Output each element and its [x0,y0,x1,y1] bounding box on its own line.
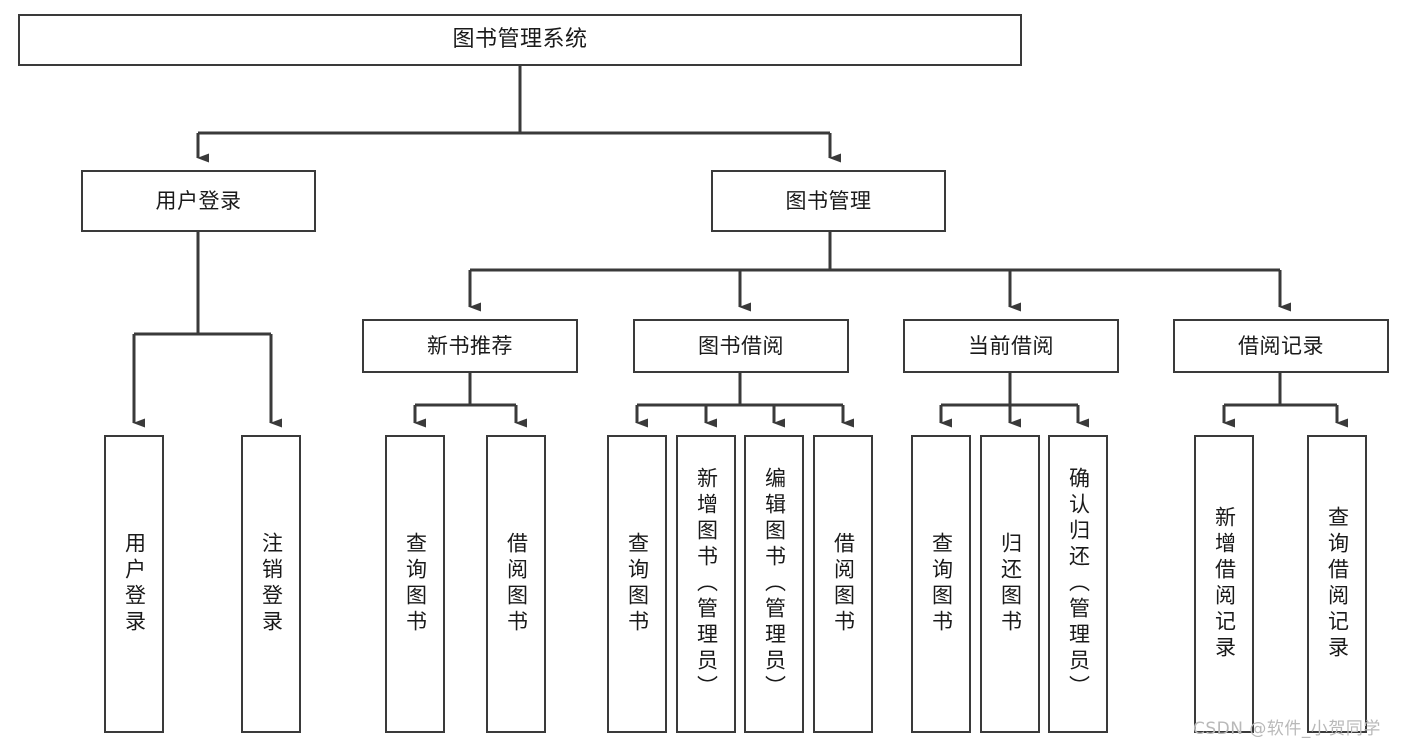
node-leaf-query-book-2[interactable]: 查询图书 [607,435,667,733]
node-leaf-borrow-book-2-label: 借阅图书 [831,532,856,636]
node-root[interactable]: 图书管理系统 [18,14,1022,66]
node-current-borrow-label: 当前借阅 [968,333,1054,358]
node-leaf-logout-login-label: 注销登录 [259,532,284,636]
node-leaf-user-login-label: 用户登录 [122,532,147,636]
node-book-manage[interactable]: 图书管理 [711,170,946,232]
node-leaf-edit-book-label: 编辑图书（管理员） [762,467,787,701]
node-new-book-recommend[interactable]: 新书推荐 [362,319,578,373]
node-leaf-confirm-return[interactable]: 确认归还（管理员） [1048,435,1108,733]
node-current-borrow[interactable]: 当前借阅 [903,319,1119,373]
node-book-borrow-label: 图书借阅 [698,333,784,358]
node-borrow-record[interactable]: 借阅记录 [1173,319,1389,373]
node-leaf-confirm-return-label: 确认归还（管理员） [1066,467,1091,701]
node-leaf-query-record-label: 查询借阅记录 [1325,506,1350,662]
node-user-login-label: 用户登录 [155,188,242,213]
node-leaf-query-book-1[interactable]: 查询图书 [385,435,445,733]
node-leaf-query-book-2-label: 查询图书 [625,532,650,636]
node-leaf-add-record-label: 新增借阅记录 [1212,506,1237,662]
node-leaf-borrow-book-1[interactable]: 借阅图书 [486,435,546,733]
node-leaf-query-record[interactable]: 查询借阅记录 [1307,435,1367,733]
node-leaf-query-book-1-label: 查询图书 [403,532,428,636]
node-leaf-borrow-book-1-label: 借阅图书 [504,532,529,636]
node-root-label: 图书管理系统 [452,27,588,53]
node-new-book-recommend-label: 新书推荐 [427,333,513,358]
node-book-borrow[interactable]: 图书借阅 [633,319,849,373]
csdn-watermark: CSDN @软件_小贺同学 [1193,719,1381,739]
node-leaf-logout-login[interactable]: 注销登录 [241,435,301,733]
node-leaf-user-login[interactable]: 用户登录 [104,435,164,733]
node-leaf-add-book-label: 新增图书（管理员） [694,467,719,701]
node-borrow-record-label: 借阅记录 [1238,333,1324,358]
node-leaf-add-record[interactable]: 新增借阅记录 [1194,435,1254,733]
node-leaf-edit-book[interactable]: 编辑图书（管理员） [744,435,804,733]
node-leaf-return-book[interactable]: 归还图书 [980,435,1040,733]
node-leaf-query-book-3-label: 查询图书 [929,532,954,636]
node-leaf-borrow-book-2[interactable]: 借阅图书 [813,435,873,733]
node-leaf-query-book-3[interactable]: 查询图书 [911,435,971,733]
node-leaf-return-book-label: 归还图书 [998,532,1023,636]
node-book-manage-label: 图书管理 [785,188,872,213]
node-user-login[interactable]: 用户登录 [81,170,316,232]
node-leaf-add-book[interactable]: 新增图书（管理员） [676,435,736,733]
